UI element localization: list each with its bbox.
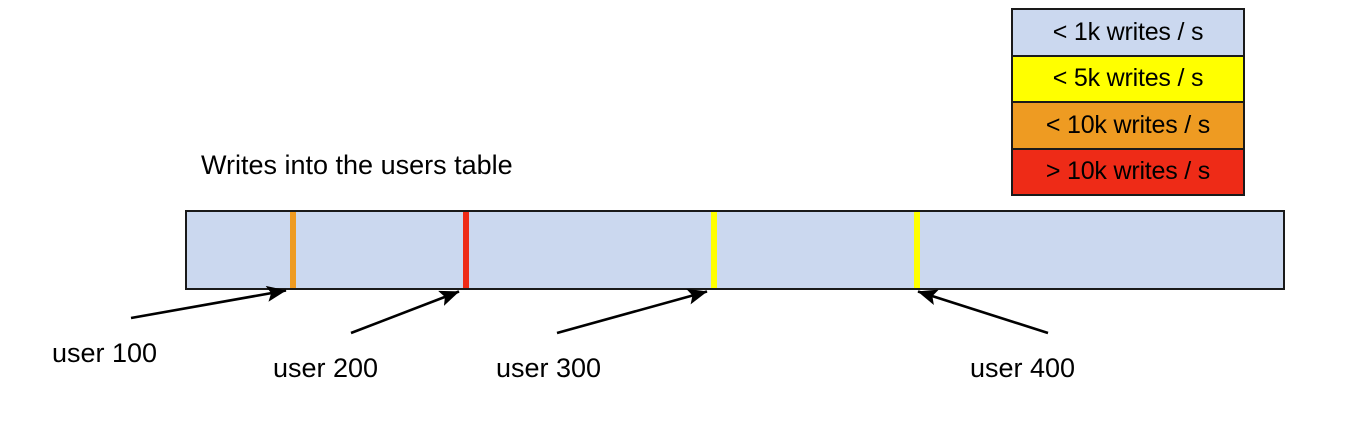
arrow-user-400	[917, 289, 1049, 335]
legend-label-lt-5k: < 5k writes / s	[1052, 64, 1204, 93]
tick-label-user-100: user 100	[52, 338, 158, 368]
legend-row-lt-10k: < 10k writes / s	[1013, 103, 1243, 150]
marker-stripe-user-200	[463, 212, 469, 288]
marker-stripe-user-300	[711, 212, 717, 288]
legend-label-gt-10k: > 10k writes / s	[1045, 157, 1211, 186]
arrow-user-100	[130, 285, 287, 320]
legend-row-lt-5k: < 5k writes / s	[1013, 56, 1243, 103]
marker-stripe-user-100	[290, 212, 296, 288]
legend-label-lt-10k: < 10k writes / s	[1045, 110, 1211, 139]
legend-label-lt-1k: < 1k writes / s	[1052, 17, 1204, 46]
marker-stripe-user-400	[914, 212, 920, 288]
legend-row-lt-1k: < 1k writes / s	[1013, 10, 1243, 57]
arrow-user-300	[556, 288, 708, 335]
arrow-user-200	[350, 290, 460, 335]
chart-caption: Writes into the users table	[201, 150, 513, 180]
legend-row-gt-10k: > 10k writes / s	[1013, 149, 1243, 194]
tick-label-user-300: user 300	[496, 353, 602, 383]
tick-label-user-400: user 400	[970, 353, 1076, 383]
legend: < 1k writes / s < 5k writes / s < 10k wr…	[1011, 8, 1245, 196]
keyspace-band	[185, 210, 1285, 290]
tick-label-user-200: user 200	[273, 353, 379, 383]
